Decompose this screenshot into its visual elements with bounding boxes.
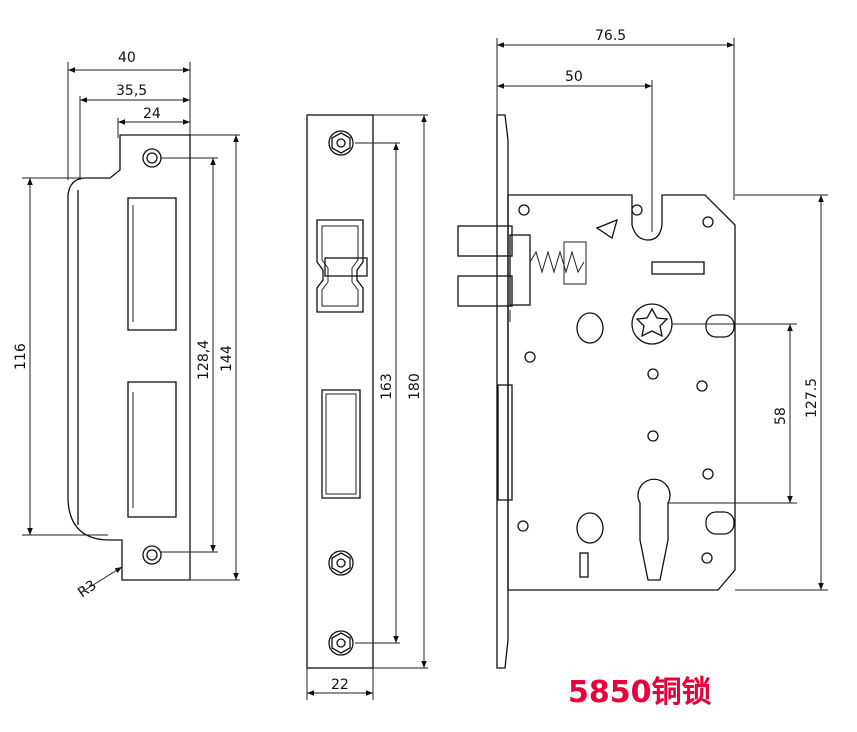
dim-faceplate-width: 22 [331, 677, 349, 693]
lock-case-outline [507, 194, 736, 591]
latch-bolt [457, 225, 587, 322]
screw-hole-bottom [142, 545, 162, 565]
latch-opening [316, 219, 364, 313]
front-plate-side [496, 114, 509, 669]
dim-strike-width-inner: 24 [143, 106, 161, 122]
dim-strike-width-total: 40 [118, 50, 136, 66]
dim-body-center-distance: 58 [773, 407, 789, 425]
strike-window-top [127, 197, 177, 331]
cylinder-cutout [637, 478, 671, 581]
screw-hole-top [142, 148, 162, 168]
dim-strike-hole-spacing: 128,4 [196, 340, 212, 380]
faceplate-hole-1 [328, 130, 354, 156]
dim-strike-width-mid: 35,5 [116, 83, 147, 99]
dim-body-height: 127.5 [804, 378, 820, 418]
deadbolt [497, 384, 513, 501]
case-screws [517, 204, 714, 564]
dim-body-width-total: 76.5 [595, 28, 626, 44]
dim-strike-height-total: 144 [219, 345, 235, 372]
faceplate-hole-2 [328, 550, 354, 576]
faceplate-outline [306, 114, 374, 669]
dim-faceplate-height: 180 [407, 373, 423, 400]
dim-faceplate-hole-spacing: 163 [379, 373, 395, 400]
strike-plate-outline [67, 134, 191, 581]
product-title: 5850铜锁 [568, 675, 712, 710]
deadbolt-opening [321, 389, 361, 499]
faceplate: 163 180 22 [306, 114, 428, 700]
strike-window-bottom [127, 381, 177, 518]
strike-plate: 40 35,5 24 116 128,4 144 R3 [13, 50, 240, 601]
dim-body-backset: 50 [565, 69, 583, 85]
dim-strike-height-outer: 116 [13, 343, 29, 370]
faceplate-hole-3 [328, 630, 354, 656]
dim-strike-radius: R3 [75, 577, 99, 601]
lock-body: 76.5 50 58 127.5 [457, 28, 828, 669]
spindle-hub [631, 303, 673, 345]
